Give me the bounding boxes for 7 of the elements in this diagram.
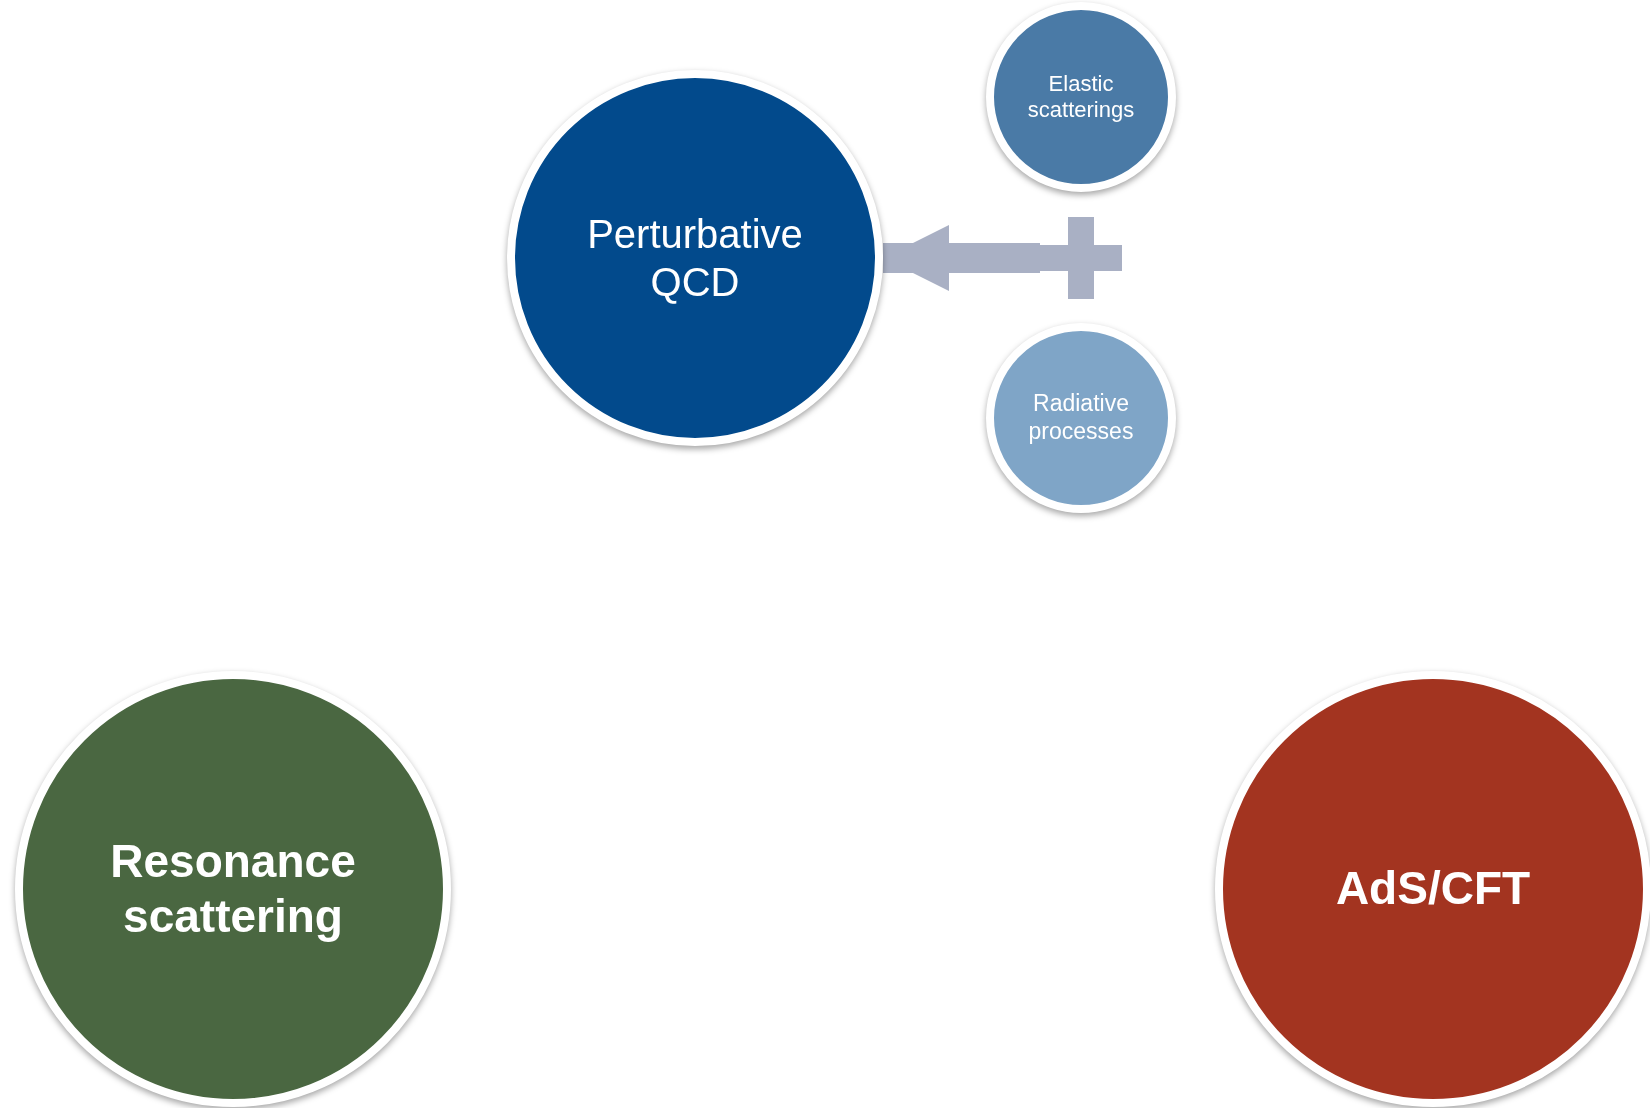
node-label: Resonance scattering bbox=[109, 833, 357, 944]
node-label: AdS/CFT bbox=[1335, 861, 1531, 917]
node-label: Elastic scatterings bbox=[1026, 70, 1136, 124]
node-label: Radiative processes bbox=[1027, 390, 1135, 446]
plus-sign bbox=[1040, 217, 1122, 299]
node-label: Perturbative QCD bbox=[586, 211, 804, 306]
block-arrow bbox=[883, 225, 1040, 291]
